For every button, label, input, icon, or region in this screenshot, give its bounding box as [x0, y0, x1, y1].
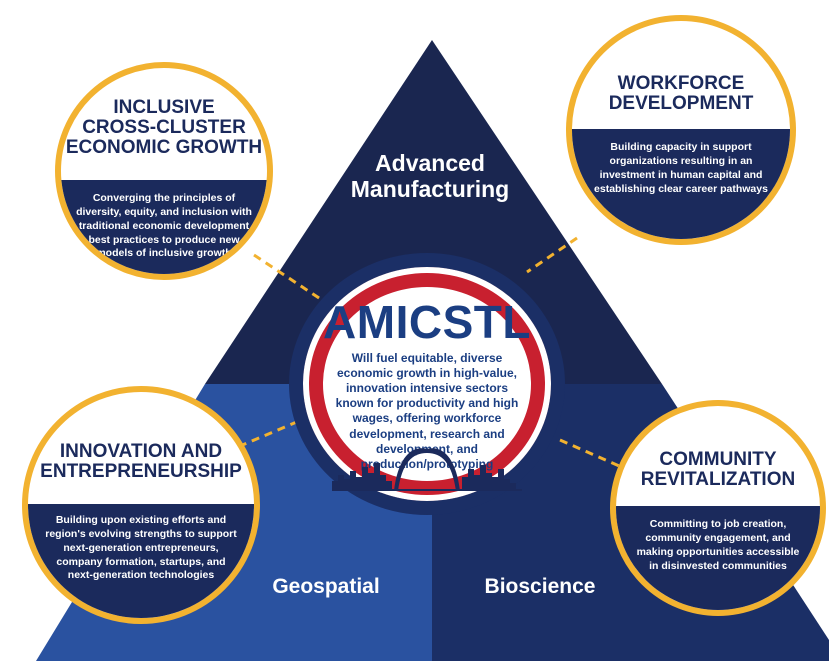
st-louis-skyline-icon [332, 448, 522, 491]
inclusive-growth-circle: INCLUSIVE CROSS-CLUSTER ECONOMIC GROWTH … [55, 62, 273, 280]
innovation-entrepreneurship-band: Building upon existing efforts and regio… [28, 504, 254, 618]
workforce-development-band: Building capacity in support organizatio… [572, 129, 790, 239]
center-title: AMICSTL [323, 296, 531, 348]
innovation-entrepreneurship-title: INNOVATION AND ENTREPRENEURSHIP [40, 441, 242, 482]
inclusive-growth-description: Converging the principles of diversity, … [76, 192, 252, 260]
workforce-development-description: Building capacity in support organizatio… [594, 141, 768, 195]
inclusive-growth-band: Converging the principles of diversity, … [61, 180, 267, 274]
community-revitalization-description: Committing to job creation, community en… [636, 518, 800, 572]
sector-label-geospatial: Geospatial [272, 575, 380, 598]
community-revitalization-title: COMMUNITY REVITALIZATION [640, 449, 796, 490]
community-revitalization-circle: COMMUNITY REVITALIZATION Committing to j… [610, 400, 826, 616]
center-circle: AMICSTL Will fuel equitable, diverse eco… [289, 253, 565, 515]
connector-line-workforce [526, 236, 578, 274]
community-revitalization-band: Committing to job creation, community en… [616, 506, 820, 610]
workforce-development-circle: WORKFORCE DEVELOPMENT Building capacity … [566, 15, 796, 245]
sector-label-advanced-manufacturing: Advanced Manufacturing [350, 150, 510, 202]
workforce-development-title: WORKFORCE DEVELOPMENT [608, 73, 754, 114]
innovation-entrepreneurship-circle: INNOVATION AND ENTREPRENEURSHIP Building… [22, 386, 260, 624]
advanced-manufacturing-sector [205, 40, 662, 384]
innovation-entrepreneurship-description: Building upon existing efforts and regio… [45, 514, 237, 582]
inclusive-growth-title: INCLUSIVE CROSS-CLUSTER ECONOMIC GROWTH [65, 97, 263, 158]
sector-label-bioscience: Bioscience [484, 575, 596, 598]
